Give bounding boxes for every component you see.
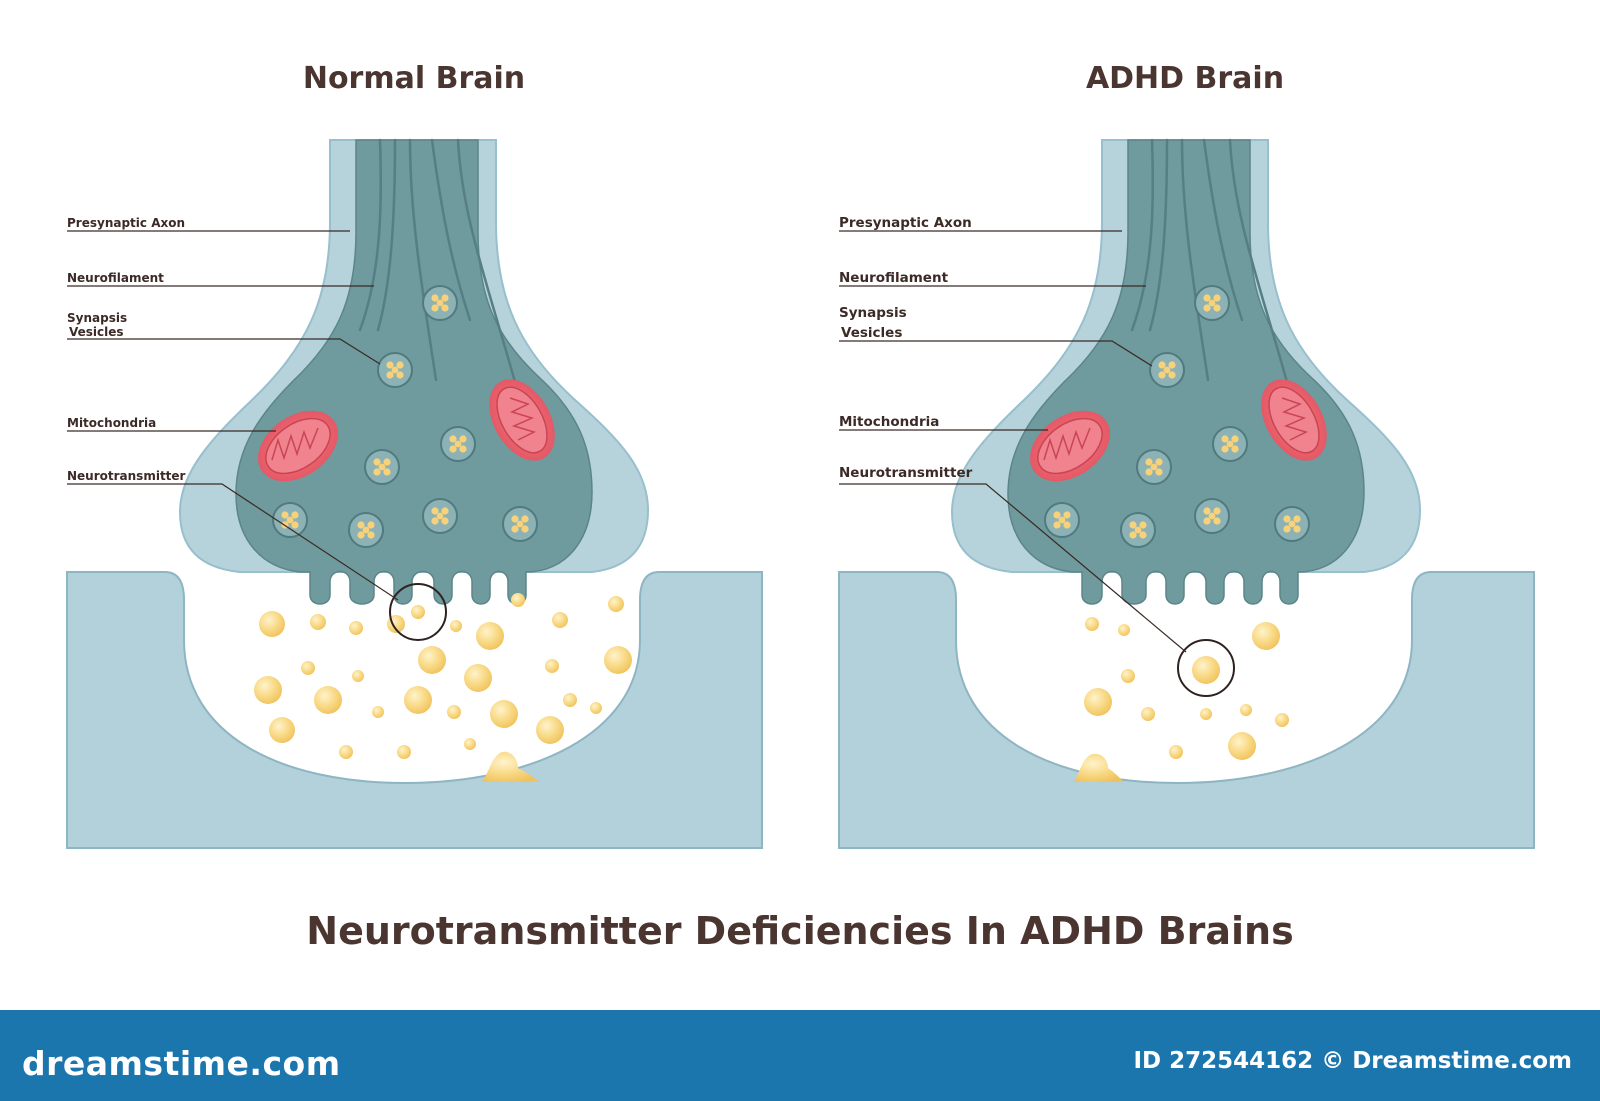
adhd-synapse: Presynaptic Axon Neurofilament Synapsis …: [837, 138, 1536, 850]
neurotransmitter-zoom-circle: [1177, 639, 1235, 697]
adhd-brain-title: ADHD Brain: [1086, 61, 1284, 96]
diagram-canvas: Normal Brain ADHD Brain: [65, 61, 1536, 953]
label-mitochondria: Mitochondria: [839, 414, 939, 430]
neurotransmitter-zoom-circle: [389, 583, 447, 641]
neurotransmitter-molecules: [1074, 617, 1289, 782]
neurotransmitter-molecules: [254, 593, 632, 782]
normal-brain-title: Normal Brain: [303, 61, 525, 96]
label-vesicles: Vesicles: [841, 325, 902, 341]
label-neurofilament: Neurofilament: [839, 270, 949, 286]
label-synapsis: Synapsis: [67, 311, 127, 325]
label-mitochondria: Mitochondria: [67, 416, 156, 430]
label-neurofilament: Neurofilament: [67, 271, 164, 285]
label-neurotransmitter: Neurotransmitter: [67, 469, 186, 483]
image-id-text: ID 272544162 © Dreamstime.com: [1133, 1048, 1573, 1074]
label-vesicles: Vesicles: [69, 325, 124, 339]
label-presynaptic-axon: Presynaptic Axon: [67, 216, 185, 230]
label-neurotransmitter: Neurotransmitter: [839, 465, 973, 481]
normal-synapse: Presynaptic Axon Neurofilament Synapsis …: [65, 138, 764, 850]
label-synapsis: Synapsis: [839, 305, 907, 321]
diagram-caption: Neurotransmitter Deficiencies In ADHD Br…: [306, 909, 1293, 953]
watermark-footer: dreamstime.com ID 272544162 © Dreamstime…: [0, 1010, 1600, 1101]
label-presynaptic-axon: Presynaptic Axon: [839, 215, 972, 231]
dreamstime-logo: dreamstime.com: [22, 1044, 341, 1083]
